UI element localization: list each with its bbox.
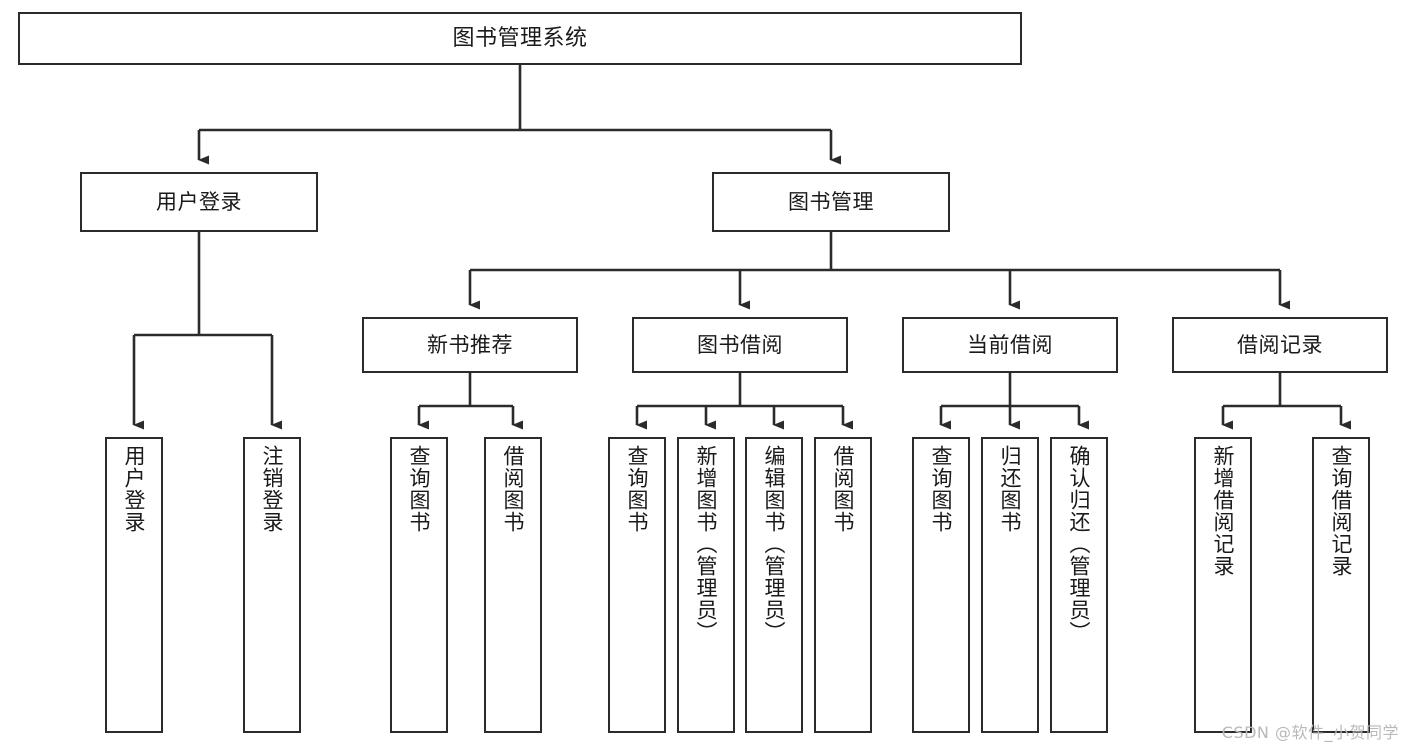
node-user-login-label: 用户登录 [156, 189, 242, 214]
leaf-current-borrow-query-books-label: 查询图书 [929, 445, 954, 533]
leaf-new-book-query-books[interactable]: 查询图书 [390, 437, 448, 733]
node-root-system-label: 图书管理系统 [452, 25, 588, 51]
leaf-borrow-record-query-record-label: 查询借阅记录 [1329, 445, 1354, 577]
node-new-book-recommend-label: 新书推荐 [427, 332, 513, 357]
leaf-borrow-record-add-record-label: 新增借阅记录 [1211, 445, 1236, 577]
leaf-new-book-query-books-label: 查询图书 [407, 445, 432, 533]
leaf-new-book-borrow-books[interactable]: 借阅图书 [484, 437, 542, 733]
leaf-borrow-record-add-record[interactable]: 新增借阅记录 [1194, 437, 1252, 733]
leaf-current-borrow-return-books[interactable]: 归还图书 [981, 437, 1039, 733]
leaf-current-borrow-confirm-return-admin-label: 确认归还（管理员） [1067, 445, 1092, 643]
leaf-book-borrow-edit-book-admin[interactable]: 编辑图书（管理员） [745, 437, 803, 733]
node-book-management[interactable]: 图书管理 [712, 172, 950, 232]
node-current-borrow[interactable]: 当前借阅 [902, 317, 1118, 373]
leaf-book-borrow-borrow-books-label: 借阅图书 [831, 445, 856, 533]
leaf-borrow-record-query-record[interactable]: 查询借阅记录 [1312, 437, 1370, 733]
node-root-system[interactable]: 图书管理系统 [18, 12, 1022, 65]
leaf-book-borrow-edit-book-admin-label: 编辑图书（管理员） [762, 445, 787, 643]
leaf-book-borrow-borrow-books[interactable]: 借阅图书 [814, 437, 872, 733]
node-book-borrow-label: 图书借阅 [697, 332, 783, 357]
leaf-user-login-logout-label: 注销登录 [260, 445, 285, 533]
node-new-book-recommend[interactable]: 新书推荐 [362, 317, 578, 373]
node-user-login[interactable]: 用户登录 [80, 172, 318, 232]
leaf-new-book-borrow-books-label: 借阅图书 [501, 445, 526, 533]
node-current-borrow-label: 当前借阅 [967, 332, 1053, 357]
leaf-user-login-login[interactable]: 用户登录 [105, 437, 163, 733]
leaf-book-borrow-query-books-label: 查询图书 [625, 445, 650, 533]
node-book-management-label: 图书管理 [788, 189, 874, 214]
leaf-book-borrow-query-books[interactable]: 查询图书 [608, 437, 666, 733]
leaf-book-borrow-add-book-admin[interactable]: 新增图书（管理员） [677, 437, 735, 733]
node-borrow-record-label: 借阅记录 [1237, 332, 1323, 357]
node-borrow-record[interactable]: 借阅记录 [1172, 317, 1388, 373]
leaf-current-borrow-return-books-label: 归还图书 [998, 445, 1023, 533]
leaf-user-login-logout[interactable]: 注销登录 [243, 437, 301, 733]
leaf-current-borrow-confirm-return-admin[interactable]: 确认归还（管理员） [1050, 437, 1108, 733]
node-book-borrow[interactable]: 图书借阅 [632, 317, 848, 373]
leaf-current-borrow-query-books[interactable]: 查询图书 [912, 437, 970, 733]
leaf-user-login-login-label: 用户登录 [122, 445, 147, 533]
leaf-book-borrow-add-book-admin-label: 新增图书（管理员） [694, 445, 719, 643]
